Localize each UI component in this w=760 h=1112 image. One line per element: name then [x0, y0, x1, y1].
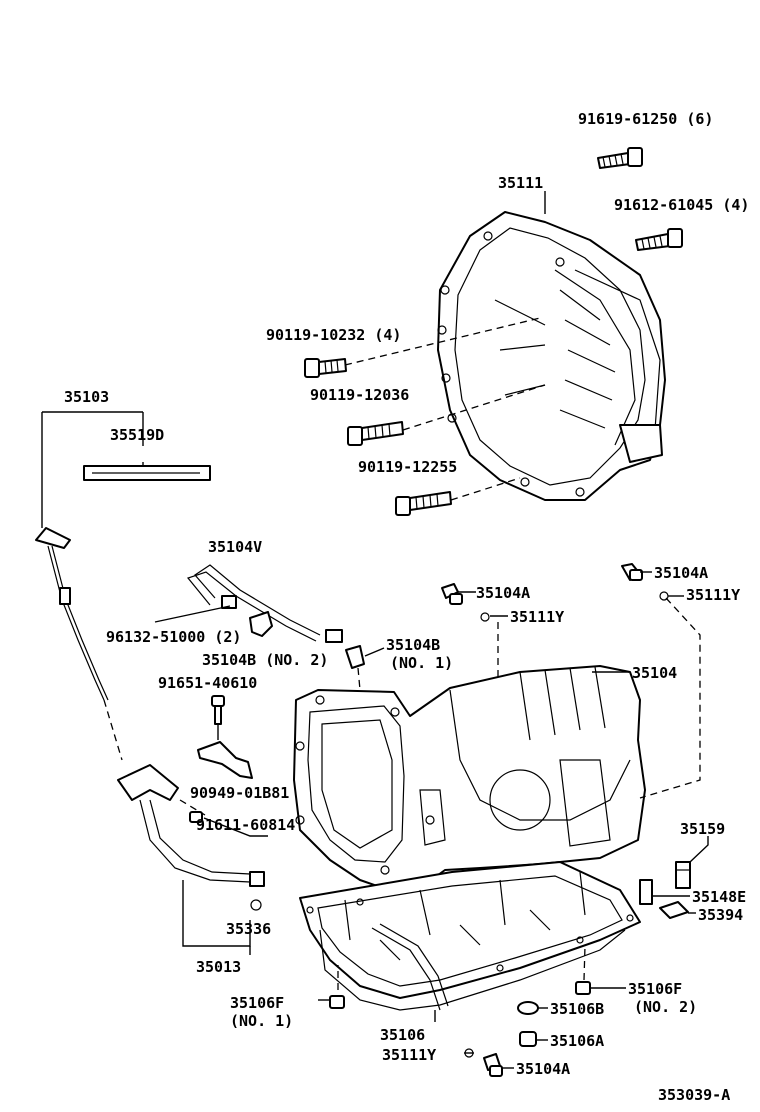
bolt-90119-12255-icon — [395, 491, 452, 516]
label-35104B-no1: 35104B — [386, 636, 440, 654]
transmission-case-part — [293, 665, 646, 895]
label-35394: 35394 — [698, 906, 743, 924]
plug-35104A-lower-icon — [483, 1053, 503, 1077]
sensor-35148E-icon — [639, 879, 653, 905]
label-35106: 35106 — [380, 1026, 425, 1044]
label-35104A-lower: 35104A — [516, 1060, 570, 1078]
filler-tube-part — [117, 764, 265, 887]
plug-35106A-icon — [519, 1031, 537, 1047]
clip-35104B-no2-icon — [249, 611, 273, 637]
label-35104B-no2: 35104B (NO. 2) — [202, 651, 328, 669]
dipstick-part — [35, 527, 109, 701]
seal-35111Y-upper-icon — [480, 612, 490, 622]
bell-housing-part — [437, 211, 666, 501]
diagram-id: 353039-A — [658, 1086, 730, 1104]
label-no2: (NO. 2) — [634, 998, 697, 1016]
label-35104A-upper: 35104A — [476, 584, 530, 602]
bolt-91612-icon — [635, 228, 683, 251]
label-90119-12255: 90119-12255 — [358, 458, 457, 476]
label-90119-10232: 90119-10232 (4) — [266, 326, 401, 344]
plug-35104A-upper-icon — [441, 583, 463, 605]
label-35111Y-upper: 35111Y — [510, 608, 564, 626]
label-91612-61045: 91612-61045 (4) — [614, 196, 749, 214]
label-91651-40610: 91651-40610 — [158, 674, 257, 692]
plug-35104A-right-icon — [621, 563, 643, 581]
bracket-part — [197, 741, 253, 779]
connector-35104B-no1-icon — [345, 645, 365, 669]
label-35104: 35104 — [632, 664, 677, 682]
label-35106F-no2: 35106F — [628, 980, 682, 998]
label-35106F-no1: 35106F — [230, 994, 284, 1012]
plug-35106B-icon — [517, 1001, 539, 1015]
bolt-91611-icon — [189, 811, 203, 823]
label-35013: 35013 — [196, 958, 241, 976]
bolt-90119-12036-icon — [347, 421, 404, 446]
vent-hose-part — [186, 564, 343, 643]
part-labels: 91619-61250 (6) 35111 91612-61045 (4) 90… — [64, 110, 749, 1104]
label-35111Y-lower: 35111Y — [382, 1046, 436, 1064]
label-35336: 35336 — [226, 920, 271, 938]
label-91611-60814: 91611-60814 — [196, 816, 295, 834]
bolt-91619-icon — [597, 147, 643, 169]
label-96132-51000: 96132-51000 (2) — [106, 628, 241, 646]
sensor-35159-icon — [675, 861, 691, 889]
label-no1: (NO. 1) — [390, 654, 453, 672]
label-90119-12036: 90119-12036 — [310, 386, 409, 404]
label-90949-01B81: 90949-01B81 — [190, 784, 289, 802]
oil-pan-part — [299, 861, 641, 1011]
label-35106A: 35106A — [550, 1032, 604, 1050]
drain-plug-35106F-no1-icon — [329, 995, 345, 1009]
drain-plug-35106F-no2-icon — [575, 981, 591, 995]
label-35159: 35159 — [680, 820, 725, 838]
plate-35394-icon — [659, 901, 689, 919]
bolt-90119-10232-icon — [304, 358, 347, 378]
label-35106B: 35106B — [550, 1000, 604, 1018]
label-35148E: 35148E — [692, 888, 746, 906]
label-no1-lower: (NO. 1) — [230, 1012, 293, 1030]
label-91619-61250: 91619-61250 (6) — [578, 110, 713, 128]
bolt-91651-icon — [211, 695, 225, 725]
label-35103: 35103 — [64, 388, 109, 406]
label-35104A-right: 35104A — [654, 564, 708, 582]
label-35104V: 35104V — [208, 538, 262, 556]
label-35111: 35111 — [498, 174, 543, 192]
seal-35111Y-right-icon — [659, 591, 669, 601]
label-35111Y-right: 35111Y — [686, 586, 740, 604]
label-35519D: 35519D — [110, 426, 164, 444]
